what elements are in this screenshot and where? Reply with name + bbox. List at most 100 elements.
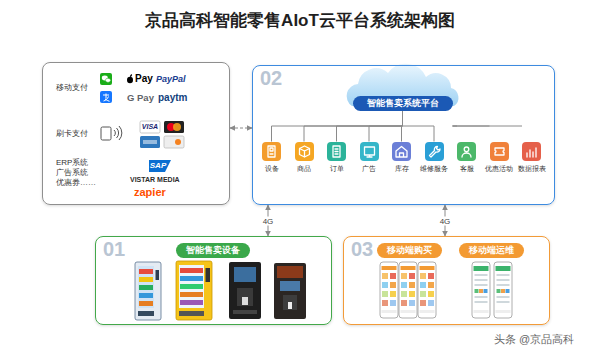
pill-label: 移动端购买 [387,245,432,256]
contactless-symbol [101,126,122,140]
device-pill: 智能售卖设备 [176,243,250,258]
category-label: 移动支付 [56,83,88,93]
coffee-machine [234,267,256,282]
module-label: 优惠活动 [485,164,513,173]
purchase-app-phones [380,262,398,318]
coffee-machine [237,288,253,306]
coffee-machine [283,295,297,310]
coffee-machine [277,266,303,278]
section-number: 03 [351,238,373,260]
link-arrow [230,128,252,129]
bank-cards [164,121,184,133]
watermark: 头条 @京品高科 [494,333,574,346]
module-label: 设备 [265,164,279,173]
purchase-app-phones [380,262,436,318]
label-slot: PayPal [156,74,186,84]
vending-machine [139,301,153,306]
vending-machine [138,311,154,316]
logo-text: G Pay [127,92,154,103]
coffee-machine [280,281,300,291]
tree-line [272,111,403,142]
edge-label: 4G [438,216,453,225]
contactless-symbol [101,127,111,140]
icon-symbol [429,146,440,157]
sap-logo [149,160,171,172]
pill-label: 智能售卖系统平台 [367,98,439,109]
platform-pill: 智能售卖系统平台 [353,96,453,111]
bank-cards [140,136,160,148]
icon-symbol [495,148,504,155]
icon-symbol [522,142,541,161]
vending-machine [139,285,153,290]
vending-machine [139,269,153,274]
vending-machine [179,311,204,316]
tree-line [304,111,403,142]
label-slot: G Pay [127,92,154,103]
vending-machine [135,262,161,320]
text-slot: 客服 [460,164,474,173]
module-icon: 数据报表 [522,142,541,161]
module-label: 数据报表 [518,164,546,173]
purchase-app-phones [418,262,436,318]
tree-line [453,126,523,127]
logo-text: VISTAR MEDIA [130,176,180,184]
coffee-machine [274,263,306,319]
bank-cards [175,139,181,145]
icon-symbol [295,142,314,161]
alipay-logo [100,91,112,103]
apple-logo [127,74,133,83]
alipay-logo [100,91,112,103]
logo-text: PayPal [156,74,186,84]
label-slot: paytm [158,92,187,104]
text-slot: 订单 [330,164,344,173]
icon-symbol [364,147,374,157]
tree-line [369,111,403,142]
icon-symbol [392,142,411,161]
icon-symbol [360,142,379,161]
category-label: ERP系统 广告系统 优惠券…… [56,158,104,188]
logo-text: zapier [134,186,166,199]
vending-machine [138,266,154,308]
edge-label: 4G [261,216,276,225]
bank-cards [164,136,184,148]
title-slot: 京品高科智能零售AIoT云平台系统架构图 [145,11,455,31]
diagram-title: 京品高科智能零售AIoT云平台系统架构图 [145,11,455,31]
text-slot: ERP系统 广告系统 优惠券…… [56,158,104,188]
text-slot: 数据报表 [518,164,546,173]
text-slot: 优惠活动 [485,164,513,173]
text-slot: 02 [260,67,282,89]
label-slot: Pay [135,73,153,85]
text-slot: 01 [103,238,125,260]
vending-machine [180,284,203,289]
text-slot: 03 [351,238,373,260]
icon-symbol [425,142,444,161]
module-label: 订单 [330,164,344,173]
coffee-machine [229,262,261,319]
icon-symbol [490,142,509,161]
icon-symbol [299,146,309,157]
coffee-machine [288,302,292,309]
icon-symbol [527,148,536,157]
category-label: 刷卡支付 [56,129,88,139]
icon-symbol [262,142,281,161]
icon-symbol [268,146,275,157]
coffee-machine [229,262,261,319]
module-icon: 优惠活动 [490,142,509,161]
bank-cards [140,121,160,133]
icon-symbol [457,142,476,161]
module-label: 库存 [395,164,409,173]
icon-symbol [327,142,346,161]
text-slot: 维修服务 [420,164,448,173]
maintenance-app-phones [472,262,512,318]
mobile-pill: 移动端运维 [459,243,524,258]
text-slot: 刷卡支付 [56,129,88,139]
vending-machine [135,262,161,320]
module-icon: 客服 [457,142,476,161]
maintenance-app-phones [494,262,512,318]
text-slot: 商品 [297,164,311,173]
label-slot: VISA [142,123,158,131]
pill-label: 移动端运维 [469,245,514,256]
label-slot: zapier [134,186,166,199]
bank-cards [143,140,157,144]
